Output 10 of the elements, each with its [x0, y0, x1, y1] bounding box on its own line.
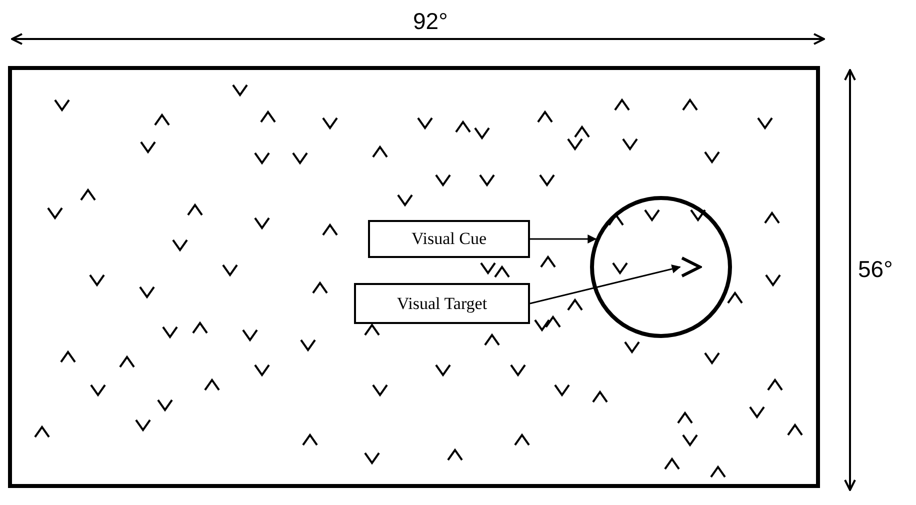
dimension-label: 56° [858, 256, 893, 283]
cue-circle [590, 196, 732, 338]
label-box [354, 283, 530, 324]
label-text: Visual Cue [412, 229, 486, 249]
label-box [368, 220, 530, 258]
dimension-label: 92° [413, 8, 448, 35]
target-chevron-icon [680, 255, 702, 279]
arrow [530, 234, 597, 244]
label-text: Visual Target [396, 294, 488, 314]
arrow [530, 264, 681, 304]
